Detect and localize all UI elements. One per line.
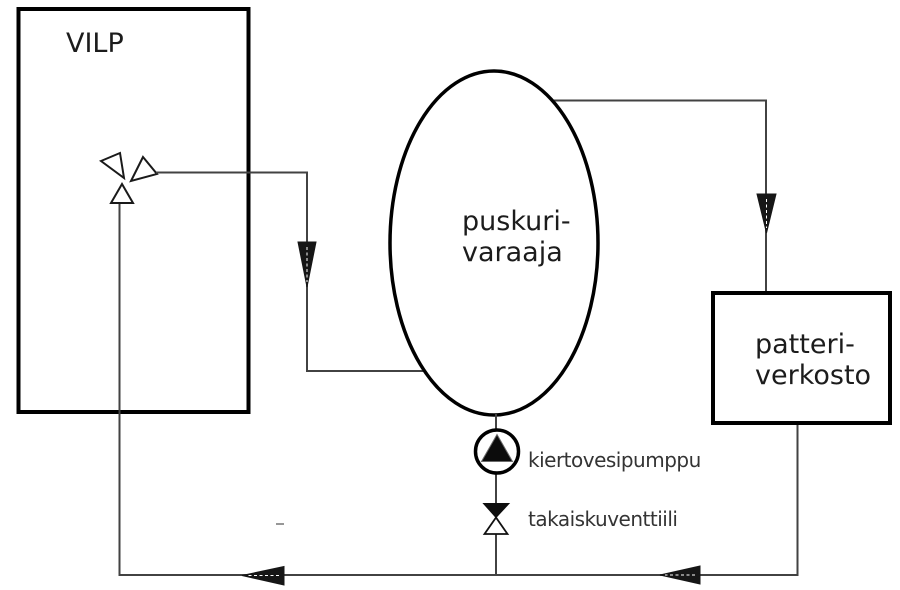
pump-rotor — [480, 433, 514, 462]
check-valve-label: takaiskuventtiili — [528, 507, 677, 531]
heat-pump-label: VILP — [66, 28, 124, 59]
circulation-pump-label: kiertovesipumppu — [528, 448, 701, 472]
check-valve-icon — [482, 503, 511, 535]
pipe-return-radiator-to-heat-pump — [118, 204, 799, 576]
fan-blade-upper-right — [129, 155, 159, 183]
flow-arrow-left-return-right — [659, 565, 701, 585]
radiator-network-label-line1: patteri- — [755, 329, 855, 360]
heat-pump-box — [16, 7, 251, 414]
flow-arrow-icon — [756, 193, 777, 234]
check-valve-upper-triangle — [482, 503, 511, 519]
radiator-network-box — [711, 291, 892, 425]
fan-blade-bottom — [109, 182, 135, 204]
pump-icon — [473, 428, 521, 475]
check-valve-lower-triangle — [482, 515, 510, 535]
buffer-tank-ellipse — [388, 69, 600, 417]
flow-arrow-down-to-radiators — [756, 193, 777, 234]
radiator-network-label-line2: verkosto — [755, 360, 871, 391]
flow-arrow-left-return-left — [241, 565, 285, 586]
flow-arrow-down-into-buffer — [297, 241, 317, 288]
buffer-tank-label-line1: puskuri- — [462, 206, 571, 237]
buffer-tank-label-line2: varaaja — [462, 237, 563, 268]
fan-blade-upper-left — [98, 151, 126, 181]
flow-arrow-icon — [659, 565, 701, 585]
fan-icon — [98, 151, 159, 204]
flow-arrow-icon — [241, 565, 285, 586]
